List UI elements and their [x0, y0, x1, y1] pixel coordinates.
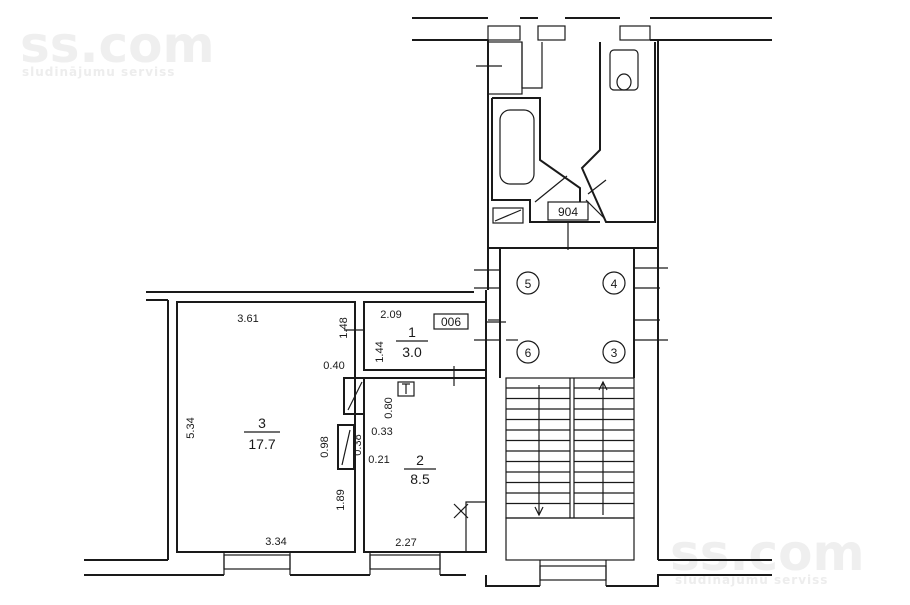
stair-node-4-label: 4: [611, 277, 618, 291]
watermark-brand-top: ss.com: [20, 16, 215, 74]
room-2-label: 2 8.5: [404, 452, 436, 487]
room-1-label: 1 3.0: [396, 324, 428, 360]
bathroom-fixtures: [476, 41, 656, 224]
corridor-walls: [337, 377, 365, 470]
stair-node-6-label: 6: [525, 346, 532, 360]
stair-hall-walls: [474, 248, 668, 560]
dim-room3-side: 5.34: [185, 417, 197, 438]
dim-room3-bottom: 3.34: [265, 536, 286, 548]
dim-189: 1.89: [335, 489, 347, 510]
room-3-label: 3 17.7: [244, 415, 280, 452]
watermark-brand-bottom: ss.com: [670, 524, 865, 582]
dim-room1-h2: 1.44: [374, 341, 386, 362]
dim-wall-040: 0.40: [323, 360, 344, 372]
flat-number-top: 904: [558, 205, 578, 219]
stair-window: [539, 565, 607, 581]
room-1-walls: [344, 301, 506, 371]
dim-021: 0.21: [368, 454, 389, 466]
stair-node-3-label: 3: [611, 346, 618, 360]
dim-room1-h1: 1.48: [338, 317, 350, 338]
flat-number: 006: [441, 315, 461, 329]
dimension-labels: 3.61 5.34 3.34 2.09 1.48 1.44 0.40 0.80 …: [185, 309, 417, 549]
dim-038: 0.38: [352, 434, 364, 455]
dim-room3-top: 3.61: [237, 313, 258, 325]
room-3-number: 3: [258, 415, 266, 431]
dim-033: 0.33: [371, 426, 392, 438]
stair-node-3: [602, 340, 626, 364]
flat-tag-006: [433, 313, 469, 330]
dim-098: 0.98: [319, 436, 331, 457]
staircase: [505, 377, 635, 561]
room-2-area: 8.5: [410, 471, 430, 487]
room-3-area: 17.7: [248, 436, 275, 452]
room-1-number: 1: [408, 324, 416, 340]
watermark-tagline-bottom: sludinājumu serviss: [675, 573, 828, 587]
room-1-area: 3.0: [402, 344, 422, 360]
top-outer-wall: [412, 17, 772, 249]
stair-node-4: [602, 271, 626, 295]
stair-node-6: [516, 340, 540, 364]
watermark-tagline-top: sludinājumu serviss: [22, 65, 175, 79]
stair-node-5: [516, 271, 540, 295]
flat-tag-904: [547, 201, 589, 221]
dim-080: 0.80: [383, 397, 395, 418]
stair-node-markers: 5 4 6 3: [516, 271, 626, 364]
dim-room1-top: 2.09: [380, 309, 401, 321]
apartment-outer-walls: [84, 291, 772, 587]
stair-node-5-label: 5: [525, 277, 532, 291]
room-2-number: 2: [416, 452, 424, 468]
room-2-walls: [363, 366, 487, 575]
dim-room2-bottom: 2.27: [395, 537, 416, 549]
